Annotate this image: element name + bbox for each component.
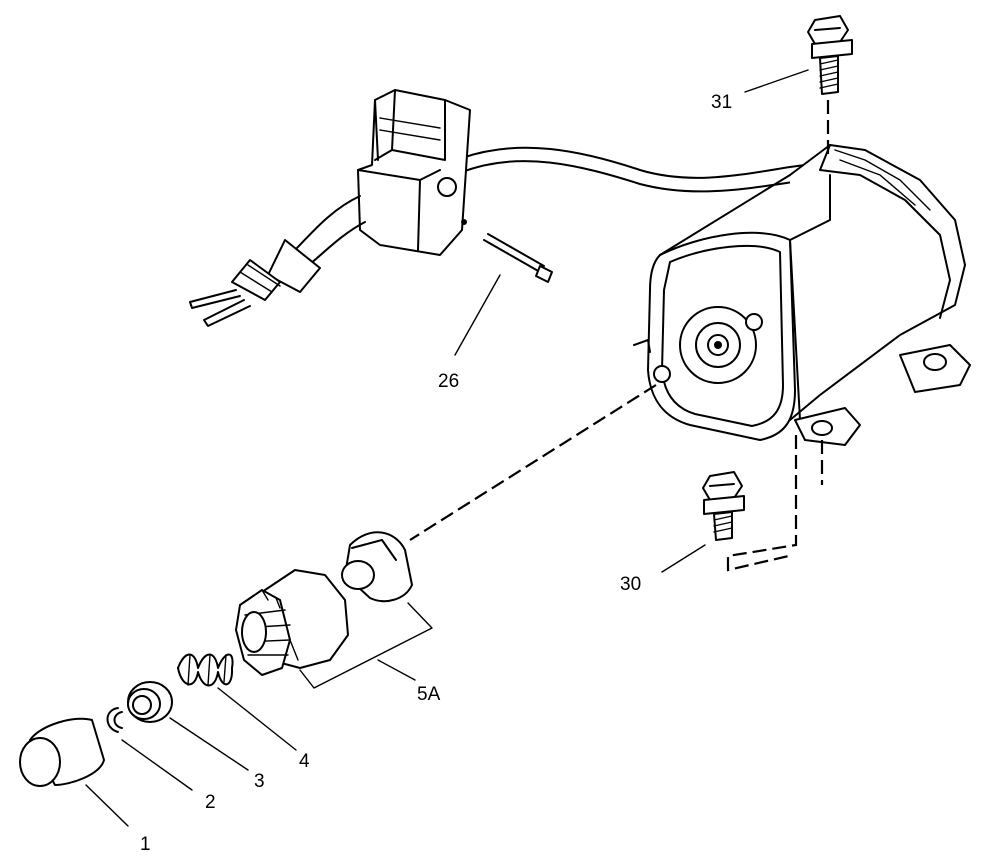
bolt-30 — [702, 471, 745, 541]
collar-3 — [127, 681, 173, 723]
leader-lines — [85, 69, 809, 827]
cap-1 — [19, 717, 105, 787]
callout-1: 1 — [140, 834, 151, 855]
spring-4 — [177, 653, 234, 687]
callout-31: 31 — [711, 92, 732, 113]
assembly-guide-lines — [409, 100, 830, 572]
switch-box-assembly — [189, 89, 809, 327]
callout-3: 3 — [254, 771, 265, 792]
callout-30: 30 — [620, 574, 641, 595]
retaining-ring-2 — [106, 707, 123, 733]
drive-assembly-5a — [235, 531, 413, 676]
callout-26: 26 — [438, 371, 459, 392]
bolt-31 — [807, 15, 853, 95]
callout-5a: 5A — [417, 684, 441, 705]
callout-labels: 31 26 30 5A 4 3 2 1 — [140, 92, 732, 855]
callout-2: 2 — [205, 792, 216, 813]
motor-assembly — [633, 144, 971, 446]
callout-4: 4 — [299, 751, 310, 772]
